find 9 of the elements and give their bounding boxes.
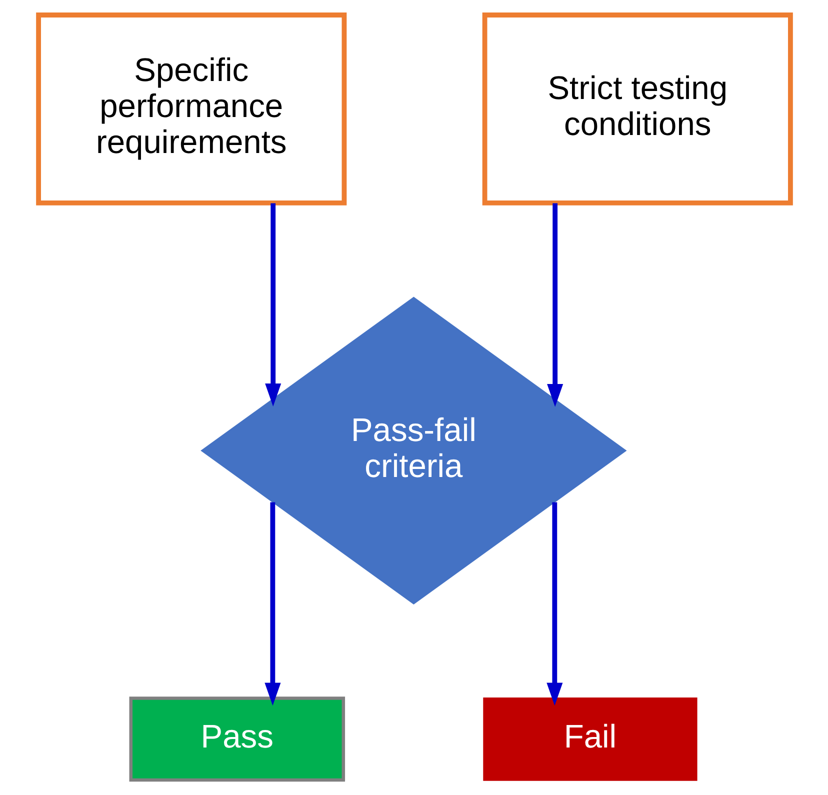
arrow: [546, 203, 563, 407]
node-diamond: Pass-fail criteria: [200, 296, 626, 604]
node-box: Pass: [128, 696, 345, 782]
node-box: Strict testing conditions: [482, 12, 792, 206]
arrow: [546, 502, 562, 706]
node-box: Specific performance requirements: [36, 12, 346, 206]
node-box: Fail: [482, 697, 697, 781]
arrow: [264, 502, 280, 706]
arrow: [264, 203, 281, 406]
